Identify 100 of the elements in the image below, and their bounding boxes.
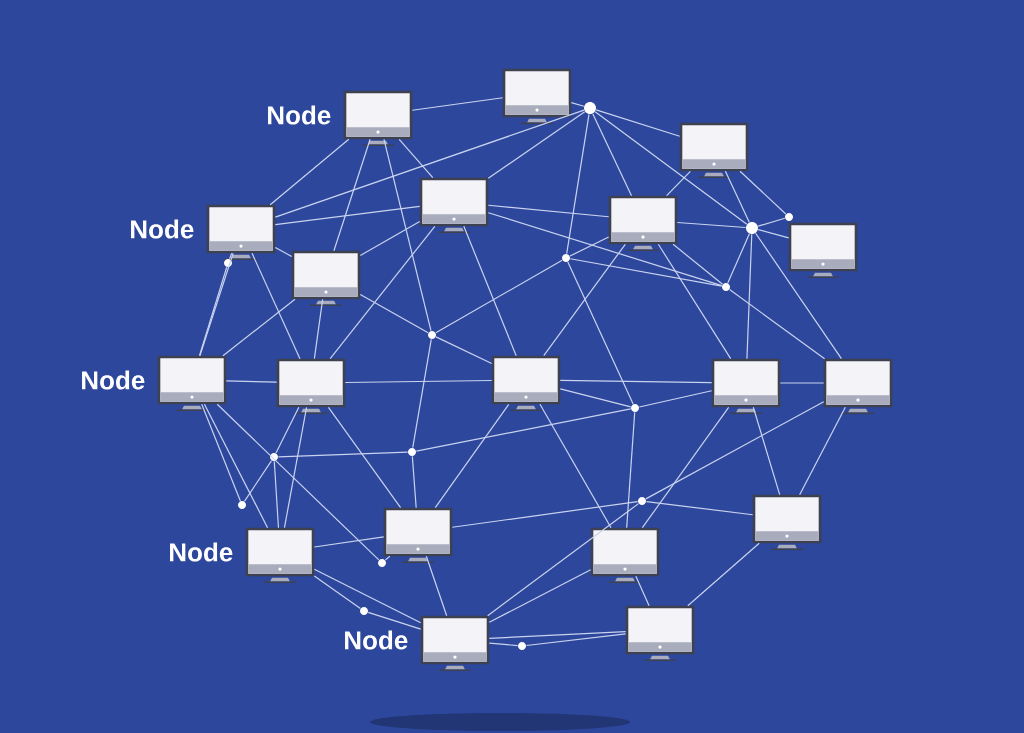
monitor-icon	[276, 358, 346, 415]
monitor-icon	[823, 358, 893, 415]
connection-line	[626, 411, 636, 529]
monitor-icon	[608, 195, 678, 252]
connection-line	[251, 252, 301, 360]
connection-line	[779, 382, 825, 384]
connection-line	[746, 233, 753, 360]
connection-line	[757, 217, 786, 227]
node-label: Node	[131, 219, 194, 239]
connection-line	[463, 225, 517, 357]
connection-line	[488, 642, 519, 647]
connection-line	[569, 258, 723, 287]
connection-line	[225, 380, 278, 383]
connection-line	[313, 536, 385, 548]
connection-line	[412, 338, 432, 449]
connection-line	[327, 406, 402, 509]
connection-line	[727, 233, 751, 284]
node-label: Node	[82, 370, 145, 390]
connection-line	[559, 379, 713, 384]
connection-line	[543, 243, 626, 357]
connection-line	[594, 111, 748, 225]
connection-line	[333, 138, 371, 252]
connection-line	[451, 501, 639, 528]
connection-line	[199, 252, 234, 357]
monitor-icon	[206, 204, 276, 261]
monitor-icon	[157, 355, 227, 412]
connection-line	[666, 170, 691, 197]
connection-line	[728, 288, 826, 360]
connection-line	[559, 388, 632, 408]
connection-line	[243, 460, 273, 502]
connection-line	[569, 236, 610, 257]
connection-line	[216, 403, 380, 561]
connection-line	[277, 451, 409, 458]
connection-line	[344, 379, 493, 384]
connection-line	[367, 611, 422, 630]
connection-line	[383, 138, 432, 332]
monitor-icon	[711, 358, 781, 415]
connection-line	[645, 401, 825, 500]
connection-line	[638, 390, 713, 408]
connection-line	[757, 229, 790, 239]
monitor-icon	[291, 250, 361, 307]
monitor-icon	[343, 90, 413, 147]
monitor-icon	[502, 68, 572, 125]
connection-line	[283, 406, 308, 529]
connection-line	[641, 406, 730, 529]
connection-line	[635, 575, 650, 607]
connection-line	[539, 403, 612, 529]
connection-line	[752, 406, 781, 496]
connection-line	[274, 109, 585, 218]
connection-line	[487, 111, 586, 179]
monitor-icon	[491, 355, 561, 412]
connection-line	[435, 259, 563, 334]
node-label: Node	[345, 630, 408, 650]
connection-line	[525, 633, 627, 647]
connection-line	[229, 252, 233, 260]
monitor-icon	[625, 605, 695, 662]
connection-line	[487, 212, 723, 287]
connection-line	[724, 170, 750, 223]
connection-line	[411, 97, 504, 111]
connection-line	[799, 406, 846, 496]
connection-line	[269, 138, 350, 206]
connection-line	[203, 403, 269, 529]
connection-line	[755, 232, 842, 360]
connection-line	[198, 266, 228, 357]
monitor-icon	[788, 222, 858, 279]
connection-line	[411, 455, 417, 509]
connection-line	[657, 243, 732, 360]
connection-line	[488, 569, 592, 623]
connection-line	[435, 336, 493, 365]
connection-line	[434, 403, 510, 509]
connection-line	[398, 138, 434, 179]
monitor-icon	[245, 527, 315, 584]
connection-line	[488, 631, 627, 639]
connection-line	[595, 109, 681, 137]
connection-line	[222, 298, 296, 357]
connection-line	[425, 555, 448, 617]
connection-line	[313, 298, 324, 360]
connection-line	[201, 403, 241, 502]
node-label: Node	[268, 105, 331, 125]
connection-line	[487, 204, 610, 218]
monitor-icon	[419, 177, 489, 234]
connection-line	[672, 243, 724, 285]
connection-line	[592, 113, 633, 197]
connection-line	[570, 102, 585, 107]
connection-line	[739, 170, 787, 215]
connection-line	[676, 221, 747, 229]
connection-line	[359, 220, 421, 257]
connection-line	[313, 575, 361, 610]
connection-line	[487, 503, 640, 617]
connection-line	[274, 205, 421, 226]
connection-line	[415, 408, 632, 452]
connection-line	[359, 293, 429, 334]
monitor-icon	[752, 494, 822, 551]
monitor-icon	[383, 507, 453, 564]
monitor-icon	[420, 615, 490, 672]
connection-line	[275, 406, 300, 454]
connection-line	[313, 568, 422, 624]
monitor-icon	[590, 527, 660, 584]
connection-line	[567, 261, 634, 405]
connection-line	[274, 246, 293, 258]
